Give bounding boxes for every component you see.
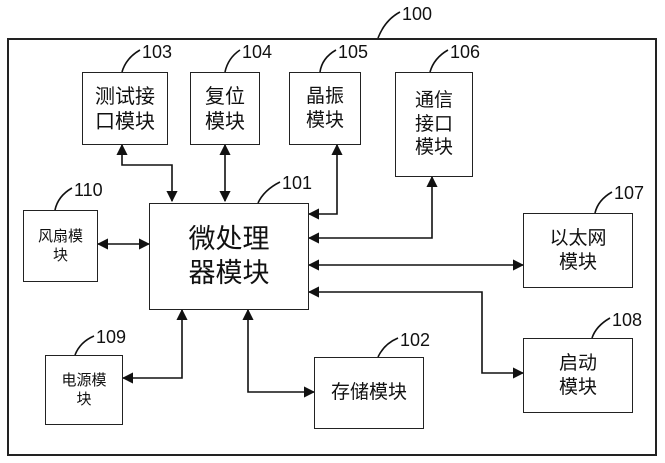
boot-module-label: 启动 模块: [558, 351, 597, 398]
leader-109: [74, 335, 95, 356]
ref-105: 105: [338, 42, 369, 62]
leader-107: [594, 191, 613, 214]
comm-interface-module: 通信 接口 模块: [395, 72, 473, 177]
leader-100: [377, 11, 401, 39]
ref-109: 109: [96, 327, 127, 347]
ref-102: 102: [400, 330, 431, 350]
ref-110: 110: [74, 180, 103, 200]
power-module: 电源模 块: [45, 355, 123, 425]
leader-103: [121, 49, 141, 73]
ethernet-module: 以太网 模块: [523, 213, 633, 288]
test-interface-module-label: 测试接 口模块: [95, 83, 155, 133]
system-frame: [7, 38, 657, 456]
microprocessor-module-label: 微处理 器模块: [188, 223, 270, 289]
ref-101: 101: [282, 173, 313, 193]
ref-104: 104: [242, 42, 273, 62]
ethernet-module-label: 以太网 模块: [549, 226, 607, 273]
link-test-interface: [116, 143, 178, 203]
ref-107: 107: [614, 183, 645, 203]
link-storage: [242, 308, 316, 398]
ref-106: 106: [450, 42, 481, 62]
leader-105: [319, 49, 337, 73]
reset-module-label: 复位 模块: [205, 83, 245, 133]
leader-108: [591, 317, 611, 339]
leader-106: [429, 49, 449, 73]
crystal-module: 晶振 模块: [289, 72, 361, 145]
boot-module: 启动 模块: [523, 338, 633, 413]
ref-108: 108: [612, 310, 643, 330]
leader-101: [257, 181, 281, 204]
crystal-module-label: 晶振 模块: [305, 84, 344, 131]
ref-103: 103: [142, 42, 173, 62]
storage-module-label: 存储模块: [330, 381, 407, 404]
test-interface-module: 测试接 口模块: [82, 72, 168, 145]
reset-module: 复位 模块: [190, 72, 260, 145]
leader-104: [224, 49, 241, 73]
link-power: [121, 308, 188, 384]
power-module-label: 电源模 块: [61, 371, 107, 408]
fan-module: 风扇模 块: [23, 210, 98, 282]
microprocessor-module: 微处理 器模块: [149, 203, 309, 310]
link-comm-interface: [307, 175, 438, 244]
fan-module-label: 风扇模 块: [37, 227, 83, 264]
ref-100: 100: [402, 4, 433, 24]
leader-110: [54, 187, 73, 211]
link-boot: [307, 286, 525, 379]
storage-module: 存储模块: [314, 357, 424, 429]
comm-interface-module-label: 通信 接口 模块: [414, 88, 453, 159]
